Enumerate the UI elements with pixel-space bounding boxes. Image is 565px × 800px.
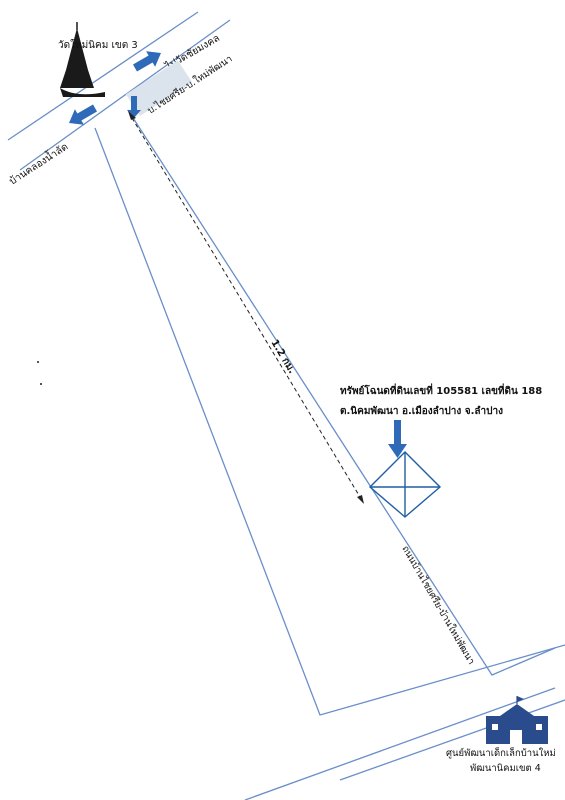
school-line1: ศูนย์พัฒนาเด็กเล็กบ้านใหม่ <box>446 746 556 759</box>
distance-label: 1.2 กม. <box>268 338 297 376</box>
junction-label-box <box>125 60 192 116</box>
property-line1: ทรัพย์โฉนดที่ดินเลขที่ 105581 เลขที่ดิน … <box>340 383 542 397</box>
top-road <box>7 11 231 171</box>
school-icon <box>486 696 548 744</box>
to-ban-khlong-nam-lat-label: บ้านคลองน้ำลัด <box>6 139 70 188</box>
distance-dimension <box>128 111 364 504</box>
junction-down-arrow <box>127 96 141 118</box>
property-parcel <box>368 451 442 518</box>
arrow-to-wat-chaimongkol <box>133 51 161 72</box>
parcel-arrow <box>388 420 407 458</box>
arrow-to-ban-khlong-nam-lat <box>69 104 97 125</box>
road-name-label: ถนนบ้านไชยศรีย-บ้านใหม่พัฒนา <box>399 544 477 667</box>
speck-2 <box>40 383 42 385</box>
temple-label: วัดใหม่นิคม เขต 3 <box>58 39 138 51</box>
main-road <box>94 109 565 716</box>
speck-1 <box>37 361 39 363</box>
property-line2: ต.นิคมพัฒนา อ.เมืองลำปาง จ.ลำปาง <box>340 405 503 417</box>
temple-icon <box>60 22 105 97</box>
school-line2: พัฒนานิคมเขต 4 <box>470 763 541 774</box>
